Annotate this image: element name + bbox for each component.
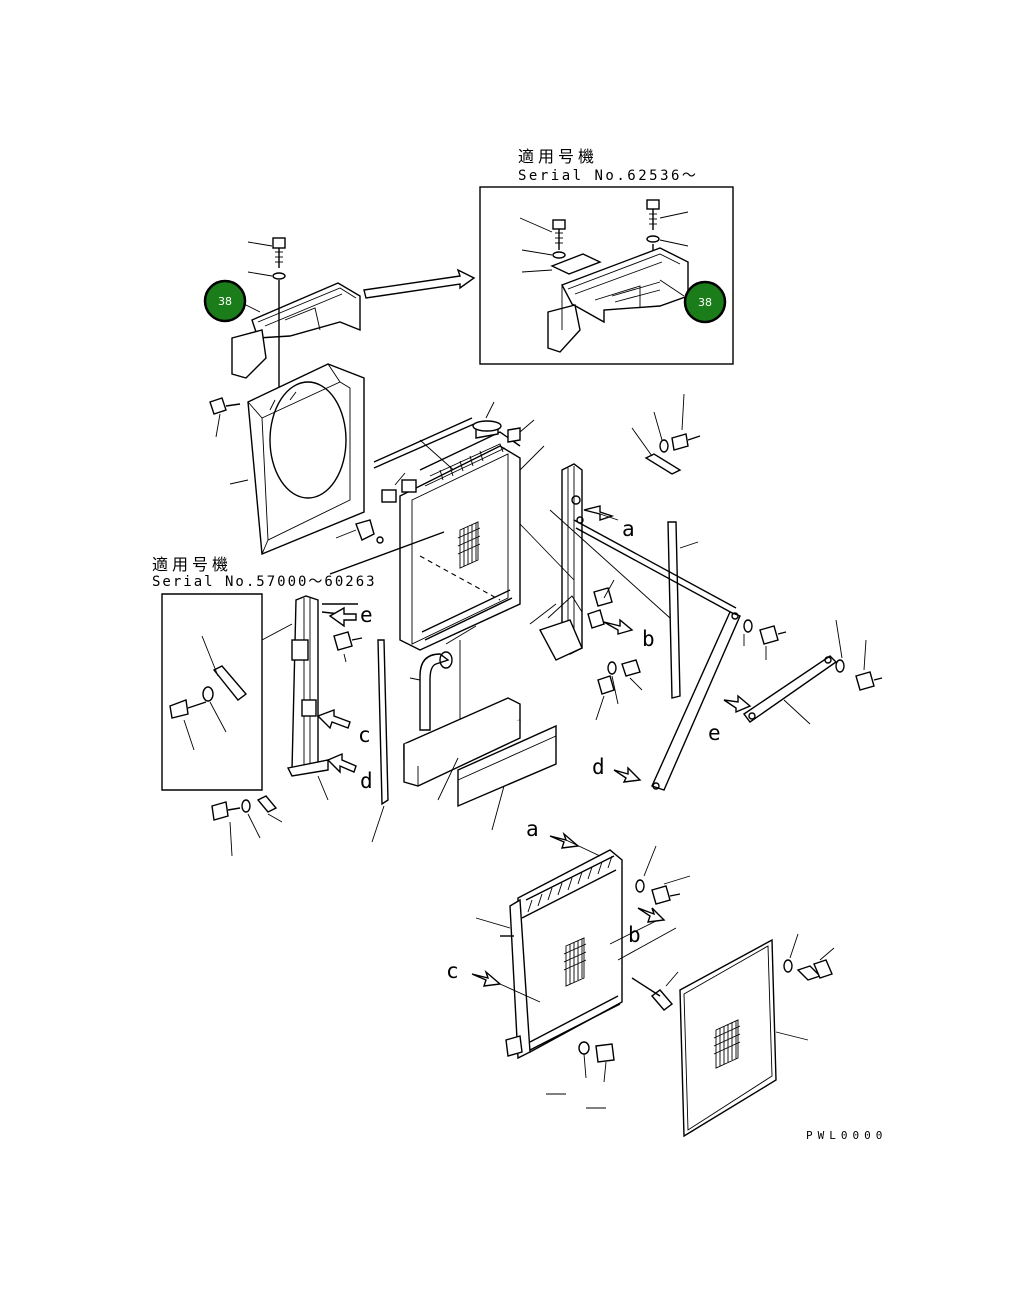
svg-text:a: a bbox=[526, 817, 539, 841]
drawing-code: PWL0000 bbox=[806, 1129, 887, 1142]
badge-38-inset[interactable]: 38 bbox=[659, 279, 727, 324]
radiator-hose bbox=[409, 625, 477, 731]
callout-d-mid: d bbox=[592, 755, 642, 783]
radiator-main bbox=[329, 401, 545, 651]
upper-bracket-assembly bbox=[231, 237, 361, 400]
radiator-assembly-lower bbox=[475, 845, 691, 1109]
screen-panel bbox=[679, 933, 835, 1138]
svg-text:38: 38 bbox=[698, 296, 712, 309]
left-stay-column bbox=[211, 595, 363, 857]
inset-pointer-arrow bbox=[363, 268, 476, 299]
svg-text:e: e bbox=[708, 721, 721, 745]
callout-a-bottom: a bbox=[526, 817, 601, 857]
seal-strip-right bbox=[667, 521, 681, 699]
svg-text:c: c bbox=[446, 959, 459, 983]
inset-bolt-1 bbox=[519, 217, 566, 259]
inset-left: 適用号機 Serial No.57000～60263 bbox=[152, 555, 377, 791]
svg-text:d: d bbox=[592, 755, 605, 779]
inset-top-serial: Serial No.62536～ bbox=[518, 168, 698, 184]
callout-d-left: d bbox=[326, 752, 373, 793]
upper-right-bracket bbox=[631, 393, 701, 475]
svg-text:e: e bbox=[360, 603, 373, 627]
badge-38-main[interactable]: 38 bbox=[203, 279, 261, 323]
inset-left-serial: Serial No.57000～60263 bbox=[152, 574, 377, 590]
callout-c-bottom: c bbox=[446, 959, 541, 1003]
callout-e-top: e bbox=[328, 603, 373, 628]
rod-e bbox=[651, 611, 741, 791]
inset-plate bbox=[550, 253, 602, 275]
callout-a-top: a bbox=[583, 505, 635, 541]
inset-top-applicability: 適用号機 bbox=[518, 147, 598, 166]
callout-b-top: b bbox=[603, 618, 655, 651]
inset-top-frame bbox=[479, 186, 734, 365]
callout-c-left: c bbox=[316, 708, 371, 747]
right-stay-column bbox=[519, 463, 671, 721]
svg-text:b: b bbox=[642, 627, 655, 651]
svg-text:b: b bbox=[628, 923, 641, 947]
svg-text:d: d bbox=[360, 769, 373, 793]
lower-guards bbox=[403, 697, 557, 831]
svg-text:38: 38 bbox=[218, 295, 232, 308]
inset-shroud-bracket bbox=[547, 247, 689, 353]
svg-text:a: a bbox=[622, 517, 635, 541]
svg-text:c: c bbox=[358, 723, 371, 747]
inset-left-applicability: 適用号機 bbox=[152, 555, 232, 574]
tie-bar-right bbox=[742, 619, 883, 725]
callout-e-mid: e bbox=[708, 694, 752, 745]
fan-shroud bbox=[209, 363, 365, 556]
seal-strip-left bbox=[377, 639, 389, 806]
inset-top: 適用号機 Serial No.62536～ bbox=[479, 147, 734, 365]
callout-b-bottom: b bbox=[628, 907, 666, 947]
